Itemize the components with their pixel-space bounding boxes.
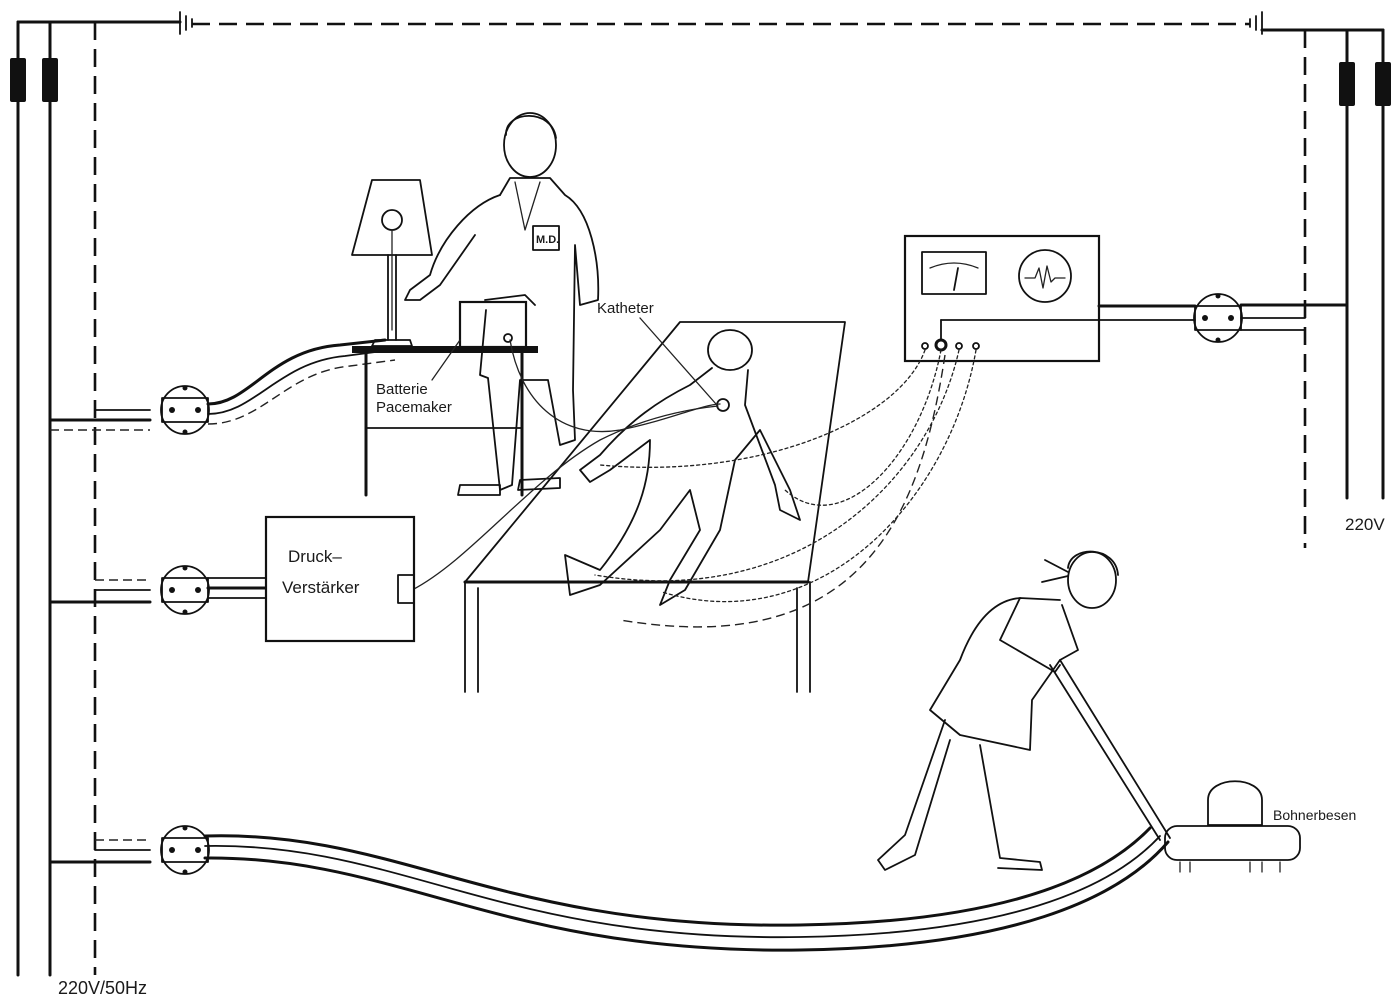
cleaning-person bbox=[878, 552, 1118, 870]
ground-link bbox=[180, 12, 1262, 34]
ecg-monitor bbox=[905, 236, 1099, 361]
fuse-icon bbox=[1375, 62, 1391, 106]
wall-socket-lamp bbox=[50, 340, 395, 435]
ground-symbol-icon bbox=[1250, 12, 1262, 34]
pressure-amp-label-1: Druck– bbox=[288, 547, 342, 566]
wall-socket-icon bbox=[161, 566, 209, 615]
fuse-icon bbox=[10, 58, 26, 102]
wall-socket-amplifier bbox=[50, 566, 268, 615]
wall-socket-icon bbox=[161, 826, 209, 875]
catheter-label: Katheter bbox=[597, 300, 654, 317]
side-table bbox=[352, 346, 538, 495]
doctor-badge: M.D. bbox=[536, 234, 559, 246]
supply-label-left: 220V/50Hz bbox=[58, 978, 147, 997]
ground-symbol-icon bbox=[180, 12, 192, 34]
pressure-amp-label-2: Verstärker bbox=[282, 578, 360, 597]
right-supply-rails bbox=[1262, 30, 1391, 548]
supply-label-right: 220V bbox=[1345, 515, 1385, 534]
floor-polisher bbox=[1050, 660, 1300, 872]
wall-socket-polisher bbox=[50, 826, 1168, 951]
table-lamp bbox=[352, 180, 432, 346]
fuse-icon bbox=[42, 58, 58, 102]
floor-polisher-label: Bohnerbesen bbox=[1273, 807, 1356, 823]
left-supply-rails bbox=[10, 22, 180, 975]
battery-pacemaker-label-2: Pacemaker bbox=[376, 399, 452, 416]
wall-socket-icon bbox=[1194, 294, 1242, 343]
fuse-icon bbox=[1339, 62, 1355, 106]
amp-cable bbox=[412, 406, 718, 590]
wall-socket-icon bbox=[161, 386, 209, 435]
ecg-leads bbox=[595, 350, 976, 627]
battery-pacemaker-label-1: Batterie bbox=[376, 381, 428, 398]
battery-pacemaker bbox=[432, 302, 526, 380]
